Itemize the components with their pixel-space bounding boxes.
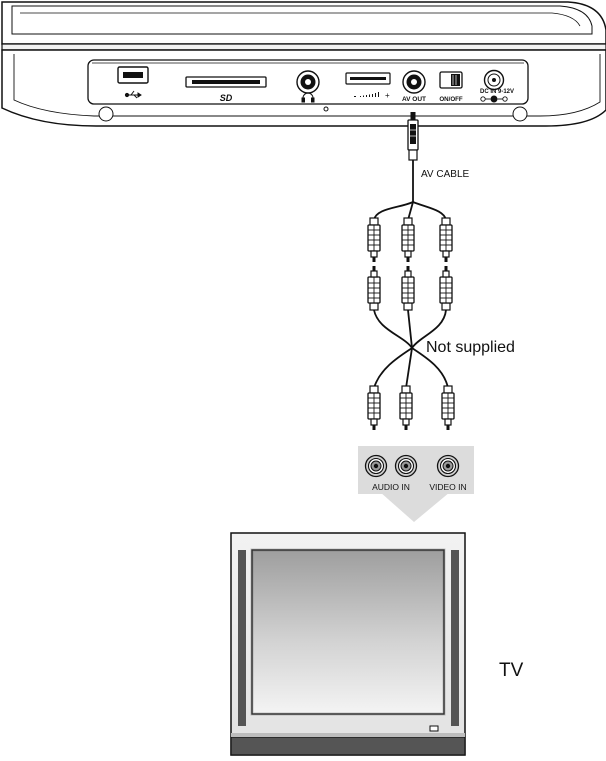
av-out-jack: AV OUT <box>402 70 426 103</box>
tv-plug-video <box>441 385 455 431</box>
extension-plug-right <box>440 266 452 310</box>
video-in-label: VIDEO IN <box>429 482 466 492</box>
sd-card-slot: SD <box>185 76 267 103</box>
tv-plug-audio-right <box>399 385 413 431</box>
not-supplied-label: Not supplied <box>426 339 515 356</box>
av-cable: AV CABLE Not supplied <box>367 112 515 431</box>
audio-in-jack-right <box>394 454 418 478</box>
player-lid <box>1 1 606 45</box>
av-out-label: AV OUT <box>402 96 426 103</box>
dc-polarity-icon <box>480 95 508 103</box>
tv-plug-audio-left <box>367 385 381 431</box>
audio-in-label: AUDIO IN <box>372 482 410 492</box>
dc-in-label: DC IN 9-12V <box>480 89 514 95</box>
volume-plus-label: + <box>385 91 390 100</box>
video-in-jack <box>436 454 460 478</box>
extension-plug-left <box>368 266 380 310</box>
tv-speaker-right <box>451 550 459 726</box>
volume-slider: + <box>345 72 391 100</box>
tv-screen <box>251 549 445 715</box>
cable-plug-middle-upper <box>401 217 415 263</box>
dc-in-jack: DC IN 9-12V <box>480 69 514 103</box>
av-cable-label: AV CABLE <box>421 169 469 180</box>
volume-icon <box>354 92 379 97</box>
tv-label: TV <box>499 660 524 681</box>
cable-plug-right-upper <box>439 217 453 263</box>
power-switch: ON/OFF <box>439 71 463 103</box>
television <box>230 532 466 756</box>
tv-power-indicator <box>429 725 439 732</box>
cable-plug-left-upper <box>367 217 381 263</box>
headphone-icon <box>301 92 315 103</box>
tv-speaker-left <box>238 550 246 726</box>
usb-icon <box>124 90 142 99</box>
tv-input-panel: AUDIO IN VIDEO IN <box>358 446 474 522</box>
extension-plug-middle <box>402 266 414 310</box>
on-off-label: ON/OFF <box>439 96 463 103</box>
usb-port <box>117 66 149 99</box>
headphone-jack <box>296 70 320 103</box>
sd-label: SD <box>220 93 233 103</box>
portable-player: SD <box>1 1 606 127</box>
audio-in-jack-left <box>364 454 388 478</box>
callout-pointer <box>380 492 450 522</box>
